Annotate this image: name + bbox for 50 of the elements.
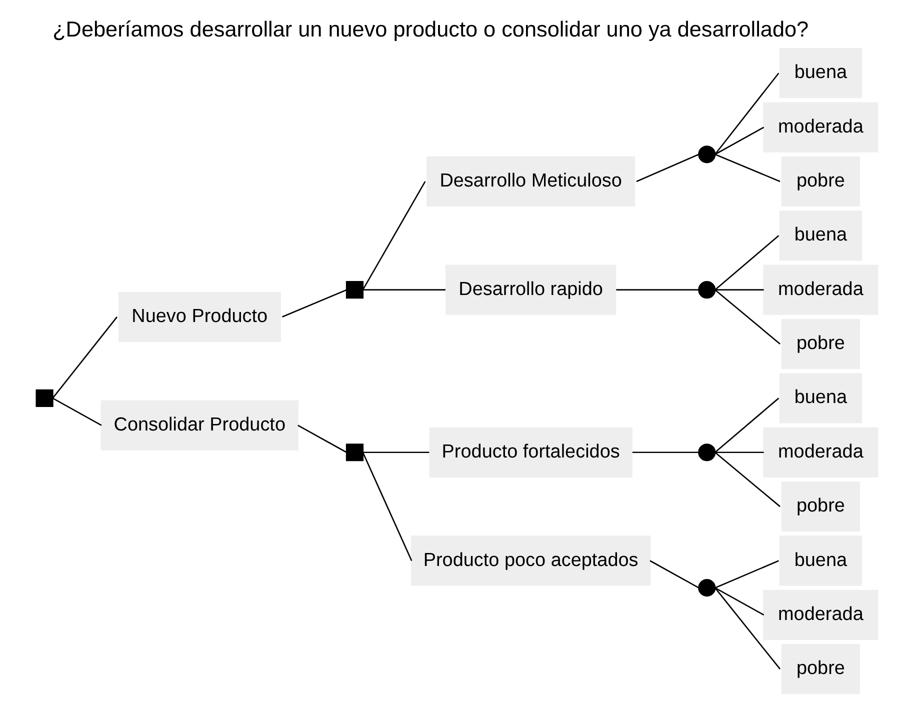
node-box [36,389,54,407]
connector [298,424,347,453]
connector [362,452,430,454]
node-circle [698,579,716,597]
connector [714,72,780,155]
diagram-title: ¿Deberíamos desarrollar un nuevo producto o consolidar uno ya desarrollado? [52,16,809,42]
node-circle [698,281,716,299]
node-box: pobre [781,318,860,370]
connector [715,452,764,454]
connector [636,154,700,182]
node-box: buena [779,536,862,586]
connector [632,452,699,454]
connector [714,154,780,182]
node-box: moderada [763,590,878,640]
connector [282,289,347,318]
connector [616,289,699,291]
node-box: Nuevo Producto [118,292,281,342]
node-box: moderada [763,427,878,478]
connector [650,560,700,588]
node-box: buena [779,373,862,424]
connector [714,289,780,345]
node-box: pobre [781,156,860,207]
connector [714,398,780,453]
connector [52,398,102,426]
node-circle [698,146,716,164]
connector [714,587,781,670]
connector [362,289,446,291]
node-box: moderada [763,102,878,152]
node-box: buena [779,48,862,98]
node-box: buena [779,210,862,261]
node-box: moderada [763,264,878,315]
node-box [346,281,364,299]
connector [714,587,764,616]
connector [714,452,780,508]
connector [362,181,426,290]
connector [714,126,764,155]
node-box: pobre [781,482,860,532]
node-box: Producto fortalecidos [429,427,632,478]
node-box: Consolidar Producto [100,400,299,450]
node-box: Desarrollo Meticuloso [426,156,636,207]
node-box: Producto poco aceptados [410,536,651,586]
connector [714,560,779,588]
connector [715,289,764,291]
connector [362,452,412,562]
node-circle [698,444,716,462]
node-box: pobre [781,644,860,694]
connector [52,316,118,399]
node-box [346,444,364,462]
connector [714,235,780,290]
node-box: Desarrollo rapido [445,264,616,315]
